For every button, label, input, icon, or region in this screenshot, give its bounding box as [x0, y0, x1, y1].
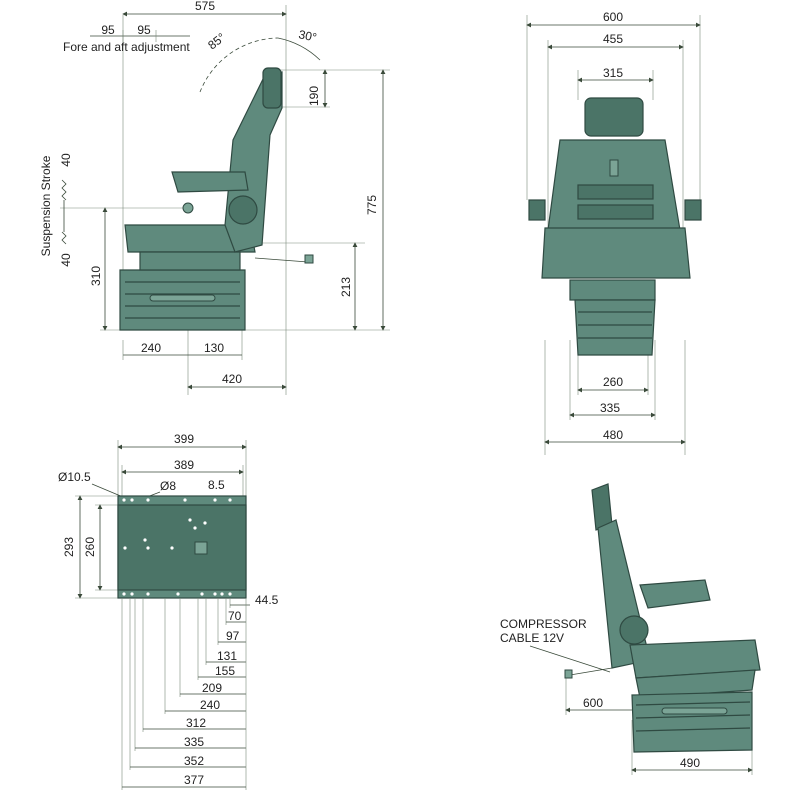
dim-209: 209 [202, 681, 222, 695]
dim-213: 213 [339, 277, 353, 297]
dim-130: 130 [204, 341, 224, 355]
dim-95-a: 95 [101, 23, 115, 37]
dim-hole-10-5: Ø10.5 [58, 470, 91, 484]
dim-97: 97 [226, 629, 240, 643]
base-plate-view: 399 389 Ø10.5 Ø8 8.5 293 260 [58, 432, 279, 790]
dim-260-front: 260 [603, 375, 623, 389]
angle-30: 30° [297, 27, 318, 45]
dim-600-front: 600 [603, 10, 623, 24]
dim-70: 70 [228, 609, 242, 623]
front-view: 600 455 315 260 335 480 [526, 10, 702, 455]
dim-490: 490 [680, 756, 700, 770]
dim-240: 240 [141, 341, 161, 355]
side-view: 575 95 95 Fore and aft adjustment 85° 30… [39, 0, 390, 395]
dim-312: 312 [186, 716, 206, 730]
dim-260-plate: 260 [83, 537, 97, 557]
dim-131: 131 [217, 649, 237, 663]
fore-aft-label: Fore and aft adjustment [63, 40, 190, 54]
dim-352: 352 [184, 754, 204, 768]
dim-190: 190 [307, 86, 321, 106]
iso-view: COMPRESSOR CABLE 12V 600 490 [500, 483, 761, 775]
plate-drawing [117, 495, 247, 599]
dim-240-plate: 240 [200, 698, 220, 712]
dim-389: 389 [174, 458, 194, 472]
dim-315: 315 [603, 66, 623, 80]
dim-8-5: 8.5 [208, 478, 225, 492]
dim-775: 775 [365, 195, 379, 215]
stroke-up: 40 [59, 153, 73, 167]
seat-iso-drawing [564, 483, 761, 753]
dim-44-5: 44.5 [255, 593, 279, 607]
dim-377: 377 [184, 773, 204, 787]
dim-335-plate: 335 [184, 735, 204, 749]
dim-480: 480 [603, 428, 623, 442]
angle-85: 85° [205, 30, 228, 52]
stroke-down: 40 [59, 253, 73, 267]
dim-293: 293 [62, 537, 76, 557]
dim-575: 575 [195, 0, 215, 13]
dim-455: 455 [603, 32, 623, 46]
dim-335-front: 335 [600, 401, 620, 415]
compressor-label-1: COMPRESSOR [500, 617, 587, 631]
dim-hole-8: Ø8 [160, 479, 176, 493]
dim-155: 155 [215, 664, 235, 678]
compressor-label-2: CABLE 12V [500, 631, 564, 645]
dim-420: 420 [222, 372, 242, 386]
suspension-label: Suspension Stroke [39, 155, 53, 256]
dim-399: 399 [174, 432, 194, 446]
dim-95-b: 95 [137, 23, 151, 37]
dim-600-iso: 600 [583, 696, 603, 710]
seat-side-drawing [119, 67, 314, 331]
dim-310: 310 [89, 266, 103, 286]
seat-front-drawing [528, 97, 702, 356]
